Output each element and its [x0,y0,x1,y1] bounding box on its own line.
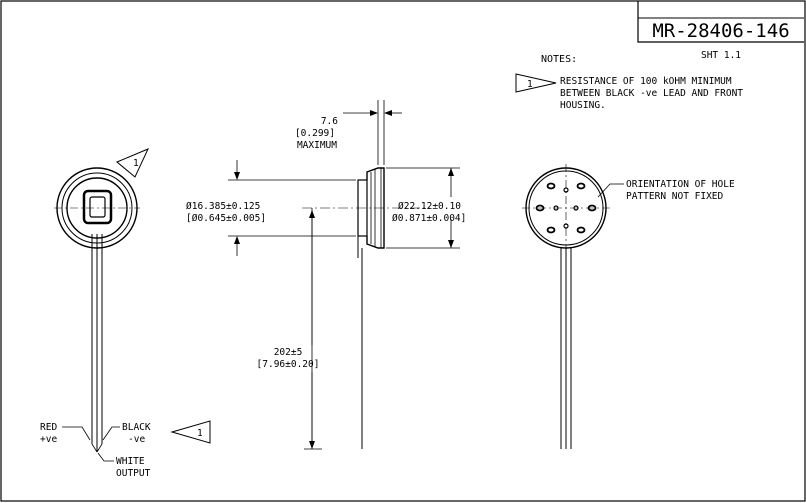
lead-flag-number: 1 [197,428,203,439]
housing-diameter-mm: Ø22.12±0.10 [398,201,461,212]
title-block: MR-28406-146 SHT 1.1 [637,1,804,61]
front-diameter-inch: [Ø0.645±0.005] [186,213,266,224]
dimension-texts: 7.6 [0.299] MAXIMUM Ø16.385±0.125 [Ø0.64… [186,116,466,370]
notes: NOTES: 1 RESISTANCE OF 100 kOHM MINIMUM … [515,54,743,111]
note-line-1: RESISTANCE OF 100 kOHM MINIMUM [560,76,732,87]
depth-value: 7.6 [321,116,338,127]
lead-labels: RED +ve BLACK -ve WHITE OUTPUT 1 [40,420,211,479]
lead-red-polarity: +ve [40,434,57,445]
lead-black-polarity: -ve [128,434,145,445]
lead-white-label: WHITE [116,456,145,467]
orientation-note-line-2: PATTERN NOT FIXED [626,191,724,202]
notes-heading: NOTES: [541,54,577,65]
lead-red-label: RED [40,422,57,433]
lead-white-function: OUTPUT [116,468,151,479]
note-flag-icon: 1 [515,73,557,93]
front-flag-icon: 1 [116,148,149,178]
lead-flag-icon: 1 [170,420,211,444]
depth-max-label: MAXIMUM [297,140,337,151]
orientation-note-line-1: ORIENTATION OF HOLE [626,179,735,190]
note-line-2: BETWEEN BLACK -ve LEAD AND FRONT [560,88,743,99]
rear-view [522,164,624,449]
drawing-number: MR-28406-146 [652,20,789,42]
front-diameter-mm: Ø16.385±0.125 [186,201,260,212]
pin-hole-pattern [535,182,597,234]
front-flag-number: 1 [133,158,139,169]
depth-inch: [0.299] [295,128,335,139]
note-flag-number: 1 [527,79,533,90]
lead-length-inch: [7.96±0.20] [257,359,320,370]
lead-black-label: BLACK [122,422,151,433]
housing-diameter-inch: Ø0.871±0.004] [392,213,466,224]
front-view [54,167,140,453]
side-view [228,100,460,450]
note-line-3: HOUSING. [560,100,606,111]
lead-length-mm: 202±5 [274,347,303,358]
sheet-number: SHT 1.1 [701,50,741,61]
